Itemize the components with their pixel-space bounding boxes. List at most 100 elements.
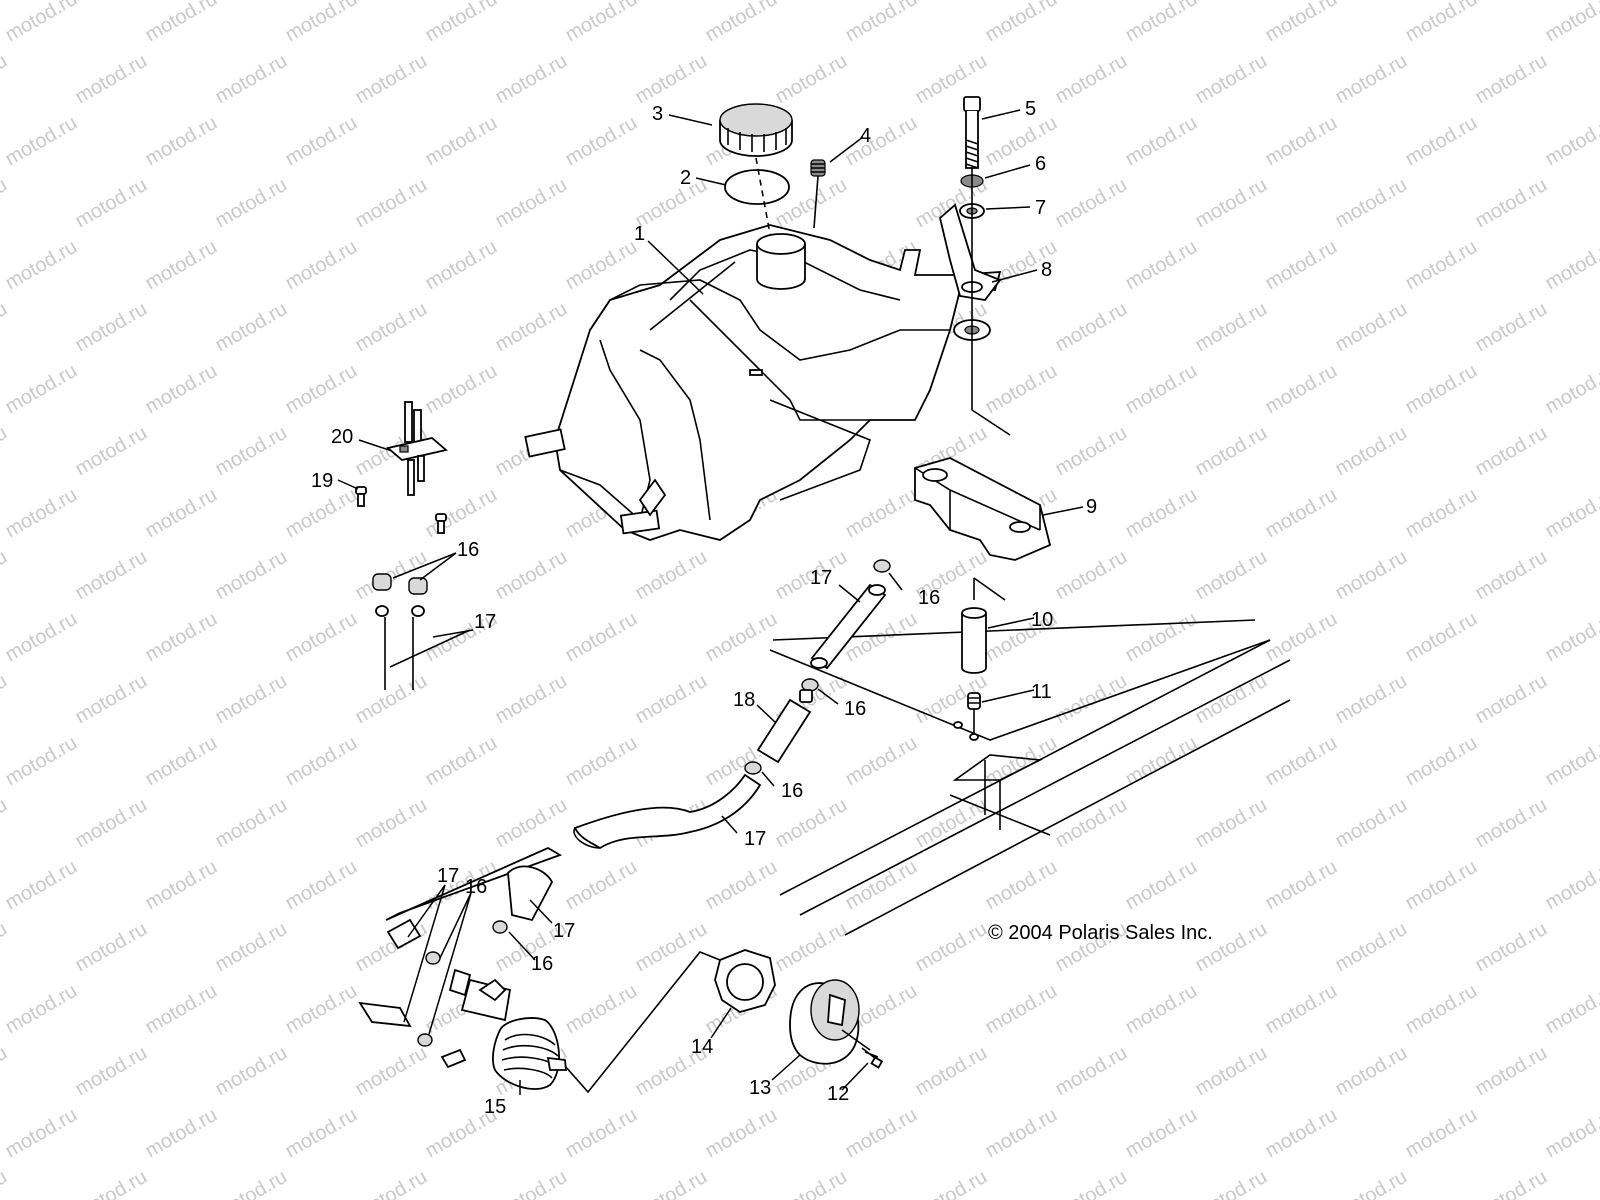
callout-17d: 17 — [437, 865, 459, 887]
watermark-text: motod.ru — [632, 670, 711, 729]
watermark-text: motod.ru — [1332, 298, 1411, 357]
watermark-text: motod.ru — [0, 1042, 11, 1101]
callout-16f: 16 — [531, 953, 553, 975]
watermark-text: motod.ru — [1332, 1042, 1411, 1101]
cap-axis-line — [755, 157, 771, 235]
callout-18: 18 — [733, 689, 755, 711]
watermark-text: motod.ru — [282, 112, 361, 171]
watermark-text: motod.ru — [562, 236, 641, 295]
watermark-text: motod.ru — [1262, 1104, 1341, 1163]
watermark-text: motod.ru — [2, 608, 81, 667]
watermark-text: motod.ru — [1262, 112, 1341, 171]
watermark-text: motod.ru — [142, 360, 221, 419]
watermark-text: motod.ru — [1472, 50, 1551, 109]
watermark-text: motod.ru — [0, 670, 11, 729]
watermark-text: motod.ru — [0, 50, 11, 109]
watermark-text: motod.ru — [142, 0, 221, 46]
watermark-text: motod.ru — [72, 670, 151, 729]
watermark-text: motod.ru — [1192, 670, 1271, 729]
watermark-text: motod.ru — [142, 236, 221, 295]
callout-11: 11 — [1031, 681, 1052, 703]
watermark-text: motod.ru — [1262, 236, 1341, 295]
callout-1: 1 — [634, 223, 645, 245]
watermark-text: motod.ru — [492, 50, 571, 109]
watermark-text: motod.ru — [212, 1042, 291, 1101]
callout-17c: 17 — [744, 828, 766, 850]
watermark-text: motod.ru — [1542, 732, 1600, 791]
watermark-text: motod.ru — [422, 112, 501, 171]
watermark-text: motod.ru — [772, 1166, 851, 1200]
watermark-text: motod.ru — [982, 112, 1061, 171]
watermark-text: motod.ru — [842, 484, 921, 543]
watermark-text: motod.ru — [1122, 856, 1201, 915]
watermark-text: motod.ru — [1402, 236, 1481, 295]
watermark-text: motod.ru — [72, 174, 151, 233]
watermark-text: motod.ru — [492, 670, 571, 729]
watermark-text: motod.ru — [142, 856, 221, 915]
watermark-text: motod.ru — [142, 980, 221, 1039]
watermark-text: motod.ru — [0, 298, 11, 357]
watermark-text: motod.ru — [352, 918, 431, 977]
watermark-text: motod.ru — [1472, 422, 1551, 481]
watermark-text: motod.ru — [1192, 1042, 1271, 1101]
watermark-text: motod.ru — [1262, 0, 1341, 46]
watermark-text: motod.ru — [1122, 360, 1201, 419]
mount-block — [914, 457, 1052, 561]
callout-9: 9 — [1086, 496, 1097, 518]
watermark-text: motod.ru — [212, 918, 291, 977]
frame-rails — [769, 619, 1291, 936]
watermark-text: motod.ru — [282, 608, 361, 667]
callout-14: 14 — [691, 1036, 713, 1058]
watermark-text: motod.ru — [212, 50, 291, 109]
watermark-text: motod.ru — [282, 484, 361, 543]
watermark-text: motod.ru — [1122, 236, 1201, 295]
watermark-text: motod.ru — [1052, 298, 1131, 357]
watermark-text: motod.ru — [632, 546, 711, 605]
watermark-text: motod.ru — [1542, 1104, 1600, 1163]
watermark-text: motod.ru — [492, 794, 571, 853]
watermark-text: motod.ru — [352, 50, 431, 109]
fuel-hose-curved — [573, 773, 762, 850]
watermark-text: motod.ru — [982, 980, 1061, 1039]
watermark-text: motod.ru — [282, 1104, 361, 1163]
vent-hose-upper — [801, 559, 891, 692]
watermark-text: motod.ru — [352, 670, 431, 729]
watermark-text: motod.ru — [72, 298, 151, 357]
watermark-text: motod.ru — [1332, 50, 1411, 109]
watermark-text: motod.ru — [1122, 608, 1201, 667]
callout-13: 13 — [749, 1077, 771, 1099]
watermark-text: motod.ru — [422, 0, 501, 46]
vent-fitting — [810, 159, 826, 229]
callout-8: 8 — [1041, 259, 1052, 281]
watermark-text: motod.ru — [842, 1104, 921, 1163]
watermark-text: motod.ru — [212, 174, 291, 233]
watermark-text: motod.ru — [352, 794, 431, 853]
watermark-text: motod.ru — [912, 1042, 991, 1101]
watermark-text: motod.ru — [1332, 794, 1411, 853]
callout-20: 20 — [331, 426, 353, 448]
watermark-text: motod.ru — [702, 1104, 781, 1163]
watermark-text: motod.ru — [1052, 670, 1131, 729]
watermark-text: motod.ru — [702, 608, 781, 667]
spacer — [961, 577, 1006, 674]
watermark-text: motod.ru — [1332, 422, 1411, 481]
watermark-text: motod.ru — [492, 174, 571, 233]
watermark-text: motod.ru — [422, 484, 501, 543]
watermark-text: motod.ru — [632, 50, 711, 109]
watermark-text: motod.ru — [72, 1166, 151, 1200]
watermark-text: motod.ru — [1472, 174, 1551, 233]
watermark-text: motod.ru — [1192, 422, 1271, 481]
watermark-text: motod.ru — [0, 174, 11, 233]
watermark-text: motod.ru — [982, 732, 1061, 791]
watermark-text: motod.ru — [1192, 794, 1271, 853]
callout-16b: 16 — [918, 587, 940, 609]
watermark-text: motod.ru — [562, 1104, 641, 1163]
watermark-text: motod.ru — [72, 422, 151, 481]
watermark-text: motod.ru — [772, 794, 851, 853]
watermark-text: motod.ru — [1262, 360, 1341, 419]
watermark-text: motod.ru — [1402, 732, 1481, 791]
callout-17a: 17 — [474, 611, 496, 633]
watermark-text: motod.ru — [702, 0, 781, 46]
watermark-text: motod.ru — [1122, 0, 1201, 46]
watermark-text: motod.ru — [422, 732, 501, 791]
